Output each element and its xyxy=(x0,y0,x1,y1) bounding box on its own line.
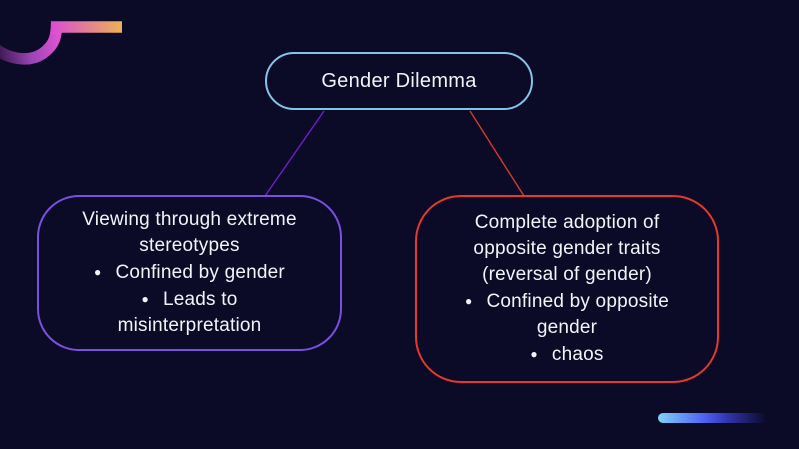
right-node-opposite-gender[interactable]: Complete adoption of opposite gender tra… xyxy=(415,195,719,383)
bullet-dot-icon: ● xyxy=(141,292,149,306)
right-node-bullet-text-2: chaos xyxy=(551,344,604,365)
left-node-bullet-item: ● Confined by gender xyxy=(53,259,326,286)
left-node-bullet-item: ●Leads to misinterpretation xyxy=(53,286,326,339)
right-node-content: Complete adoption of opposite gender tra… xyxy=(431,210,703,368)
title-text: Gender Dilemma xyxy=(321,69,477,92)
right-node-bullet-text-1: Confined by opposite gender xyxy=(486,291,669,338)
left-node-content: Viewing through extreme stereotypes ● Con… xyxy=(53,207,326,339)
ribbon-curve-shape xyxy=(0,21,122,65)
left-node-extreme-stereotypes[interactable]: Viewing through extreme stereotypes ● Con… xyxy=(37,195,342,351)
bullet-dot-icon: ● xyxy=(530,347,538,361)
right-node-bullet-item: ● chaos xyxy=(431,341,703,368)
bullet-dot-icon: ● xyxy=(94,265,102,279)
right-node-heading: Complete adoption of opposite gender tra… xyxy=(473,212,661,285)
top-left-ribbon-decoration xyxy=(0,21,122,65)
bullet-dot-icon: ● xyxy=(465,294,473,308)
right-node-bullet-item: ● Confined by opposite gender xyxy=(431,288,703,341)
left-node-bullet-text-1: Confined by gender xyxy=(115,262,285,283)
connector-title-to-right-box xyxy=(469,110,525,197)
bottom-right-bar-decoration xyxy=(658,413,769,423)
left-node-heading: Viewing through extreme stereotypes xyxy=(82,209,297,256)
left-node-bullet-text-2: Leads to misinterpretation xyxy=(117,289,262,336)
title-node-gender-dilemma[interactable]: Gender Dilemma xyxy=(265,52,533,110)
connector-title-to-left-box xyxy=(264,110,325,197)
